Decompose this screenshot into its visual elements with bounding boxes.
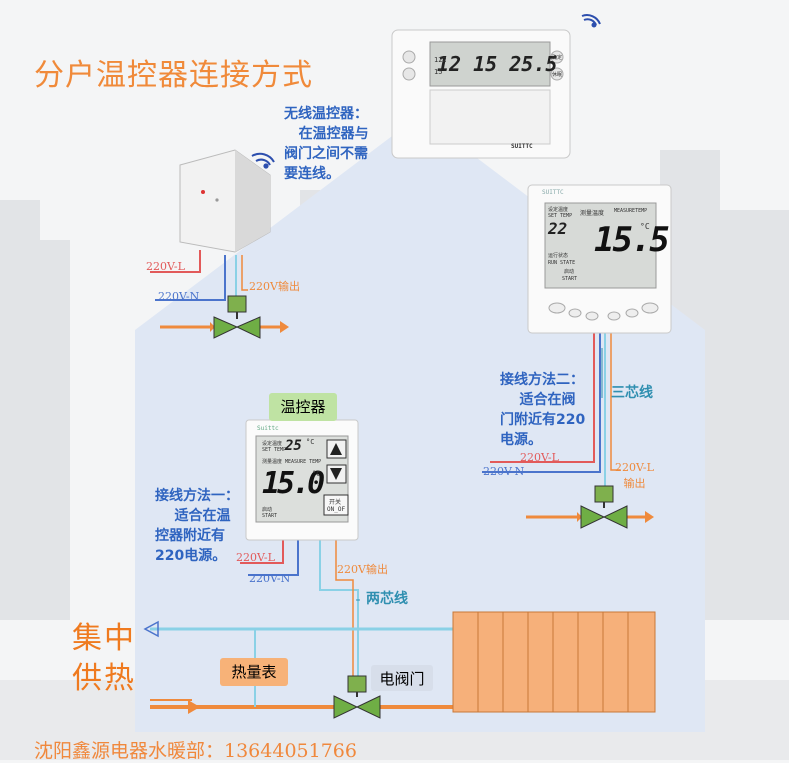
two-core-label: 两芯线 [366, 591, 408, 607]
right-set-value: 22 [548, 219, 568, 238]
method2-note: 接线方法二： 适合在阀 门附近有220 电源。 [500, 372, 586, 448]
wireless-receiver [179, 149, 271, 253]
onoff-button-en: ON_OF [327, 506, 346, 513]
wireless-thermostat [391, 29, 571, 159]
contact-footer: 沈阳鑫源电器水暖部：13644051766 [34, 740, 357, 762]
valve-tag: 电阀门 [371, 665, 433, 691]
method1-n-label: 220V-N [249, 572, 291, 585]
left-set-en: SET TEMP [262, 447, 287, 453]
three-core-label: 三芯线 [611, 385, 653, 401]
wifi-icon [581, 14, 601, 28]
right-measure-value: 15.5 [594, 220, 670, 260]
right-measure-en: MEASURETEMP [614, 208, 648, 214]
right-state: 运行状态 [548, 253, 569, 259]
method1-l-label: 220V-L [236, 551, 275, 564]
top-lcd-small1: 122 [434, 56, 447, 64]
right-unit: °C [640, 222, 650, 231]
radiator [452, 611, 656, 713]
right-state-en: RUN STATE [548, 260, 576, 266]
top-lcd-main: 12 15 25.5 [437, 52, 558, 76]
left-thermostat [245, 419, 359, 541]
onoff-button-label: 开关 [329, 499, 342, 506]
right-thermostat [527, 184, 672, 334]
method2-out-label: 220V-L 输出 [615, 461, 654, 490]
page-title: 分户温控器连接方式 [34, 58, 313, 93]
left-set-value: 25 [285, 438, 302, 454]
right-brand: SUITTC [542, 189, 564, 196]
left-measure-unit: °C [312, 470, 321, 478]
top-btn-confirm: 确定 [552, 55, 563, 61]
method1-out-label: 220V输出 [337, 563, 388, 576]
wireless-out-label: 220V输出 [249, 280, 300, 293]
left-set-label: 设定温度 [262, 441, 283, 447]
top-brand: SUITTC [511, 143, 533, 150]
left-brand: Suittc [257, 425, 279, 432]
right-set-label: 设定温度 [548, 207, 569, 213]
method1-note: 接线方法一： 适合在温 控器附近有 220电源。 [155, 488, 239, 564]
top-lcd-small2: 15 [434, 68, 443, 76]
wifi-icon [251, 152, 275, 169]
left-start-en: START [262, 513, 278, 519]
top-btn-sleep: 休眠 [552, 72, 563, 78]
thermostat-tag: 温控器 [269, 393, 337, 421]
right-measure-label: 测量温度 [580, 210, 605, 217]
left-set-unit: °C [306, 438, 315, 446]
central-heating-line2: 供热 [72, 661, 136, 696]
method2-l-label: 220V-L [520, 451, 559, 464]
wireless-n-label: 220V-N [158, 290, 200, 303]
right-set-en: SET TEMP [548, 213, 573, 219]
wireless-note: 无线温控器： 在温控器与 阀门之间不需 要连线。 [284, 106, 369, 182]
wireless-l-label: 220V-L [146, 260, 185, 273]
left-measure-value: 15.0 [262, 466, 325, 501]
right-start: 启动 [564, 269, 575, 275]
right-start-en: START [562, 276, 578, 282]
method2-n-label: 220V-N [483, 465, 525, 478]
central-heating-line1: 集中 [72, 621, 136, 656]
heat-meter-tag: 热量表 [220, 658, 288, 686]
left-measure-label: 测量温度 MEASURE TEMP [262, 459, 322, 465]
left-start: 启动 [262, 507, 273, 513]
